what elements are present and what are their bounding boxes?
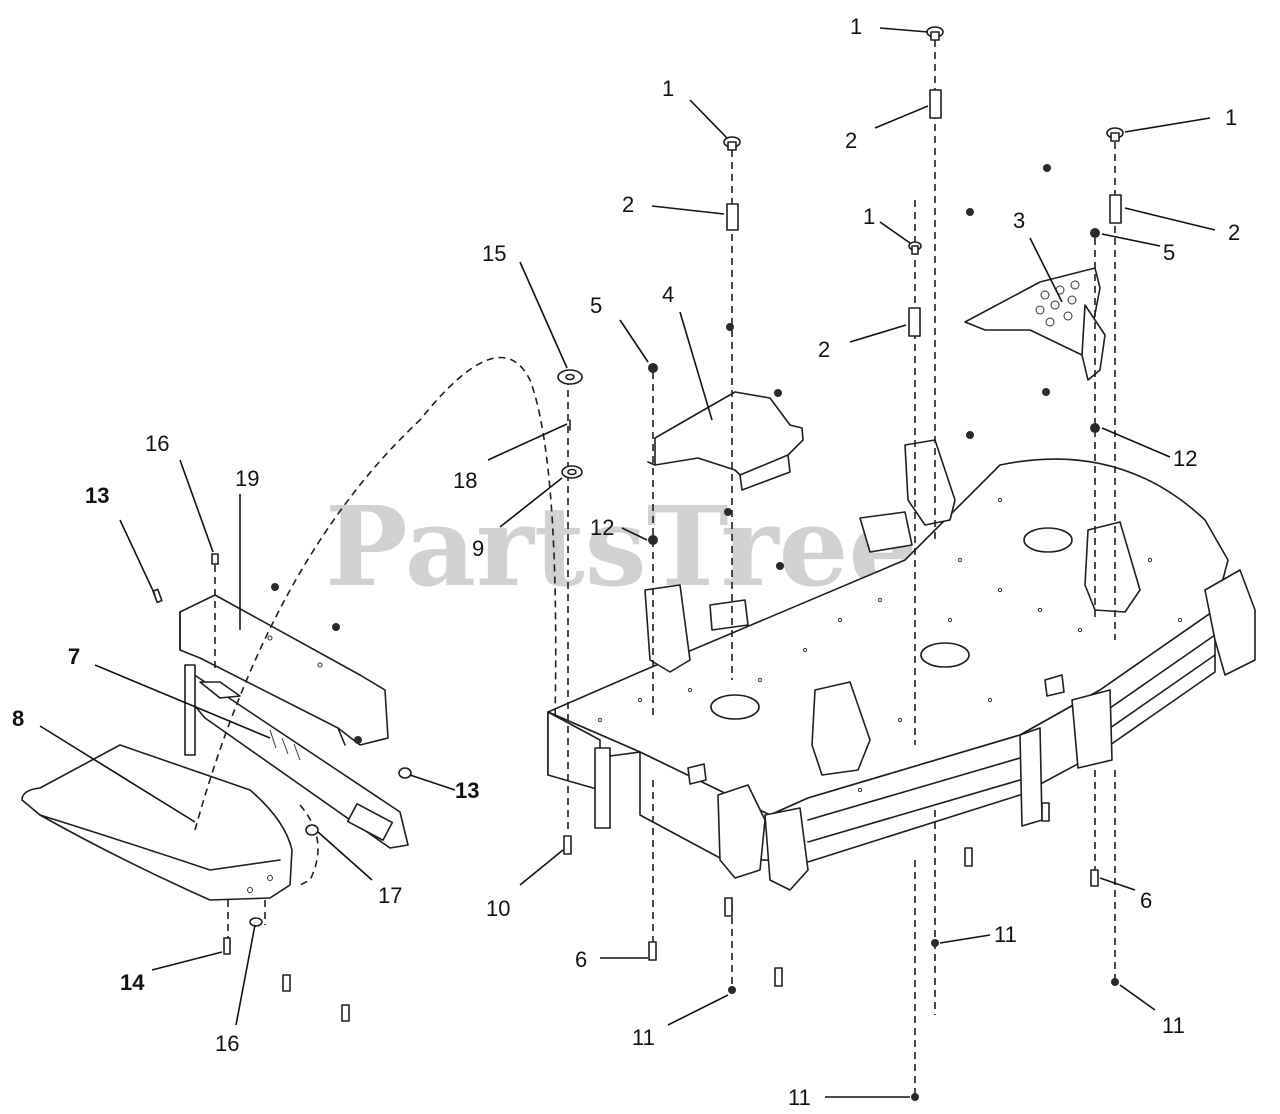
callout-1a: 1 bbox=[850, 14, 862, 39]
assembly-lines bbox=[194, 40, 1116, 1095]
callout-11b: 11 bbox=[994, 922, 1017, 947]
callout-13b: 13 bbox=[455, 778, 479, 803]
leader-lines bbox=[39, 27, 1216, 1098]
callout-1d: 1 bbox=[863, 204, 875, 229]
callout-2d: 2 bbox=[818, 337, 830, 362]
callout-2b: 2 bbox=[622, 192, 634, 217]
perforated-plate-3 bbox=[964, 267, 1106, 381]
mounting-bracket-7 bbox=[184, 664, 409, 849]
callout-1c: 1 bbox=[1225, 105, 1237, 130]
deck-holes bbox=[597, 497, 1183, 793]
callout-17: 17 bbox=[378, 883, 402, 908]
callout-7: 7 bbox=[68, 644, 80, 669]
callouts: 1 1 1 1 2 2 2 2 3 4 5 5 6 6 7 8 9 10 11 … bbox=[12, 14, 1240, 1110]
callout-10: 10 bbox=[486, 896, 510, 921]
deflector-chute-8 bbox=[21, 744, 293, 901]
callout-14: 14 bbox=[120, 970, 145, 995]
callout-18: 18 bbox=[453, 468, 477, 493]
callout-11a: 11 bbox=[632, 1025, 655, 1050]
callout-12b: 12 bbox=[590, 515, 614, 540]
callout-16a: 16 bbox=[145, 431, 169, 456]
callout-2c: 2 bbox=[1228, 220, 1240, 245]
callout-19: 19 bbox=[235, 466, 259, 491]
callout-12a: 12 bbox=[1173, 446, 1197, 471]
callout-6b: 6 bbox=[1140, 888, 1152, 913]
callout-11c: 11 bbox=[1162, 1013, 1185, 1038]
callout-5b: 5 bbox=[1163, 240, 1175, 265]
callout-6a: 6 bbox=[575, 947, 587, 972]
callout-1b: 1 bbox=[662, 76, 674, 101]
discharge-cover-19 bbox=[179, 594, 389, 746]
callout-15: 15 bbox=[482, 241, 506, 266]
watermark: PartsTree bbox=[325, 482, 919, 611]
callout-3: 3 bbox=[1013, 208, 1025, 233]
cover-plate-4 bbox=[647, 391, 804, 491]
callout-4: 4 bbox=[662, 282, 674, 307]
callout-5a: 5 bbox=[590, 293, 602, 318]
callout-2a: 2 bbox=[845, 128, 857, 153]
callout-16b: 16 bbox=[215, 1031, 239, 1056]
callout-11d: 11 bbox=[788, 1085, 811, 1110]
callout-13a: 13 bbox=[85, 483, 109, 508]
callout-8: 8 bbox=[12, 706, 24, 731]
hardware bbox=[152, 26, 1124, 1101]
callout-9: 9 bbox=[472, 536, 484, 561]
